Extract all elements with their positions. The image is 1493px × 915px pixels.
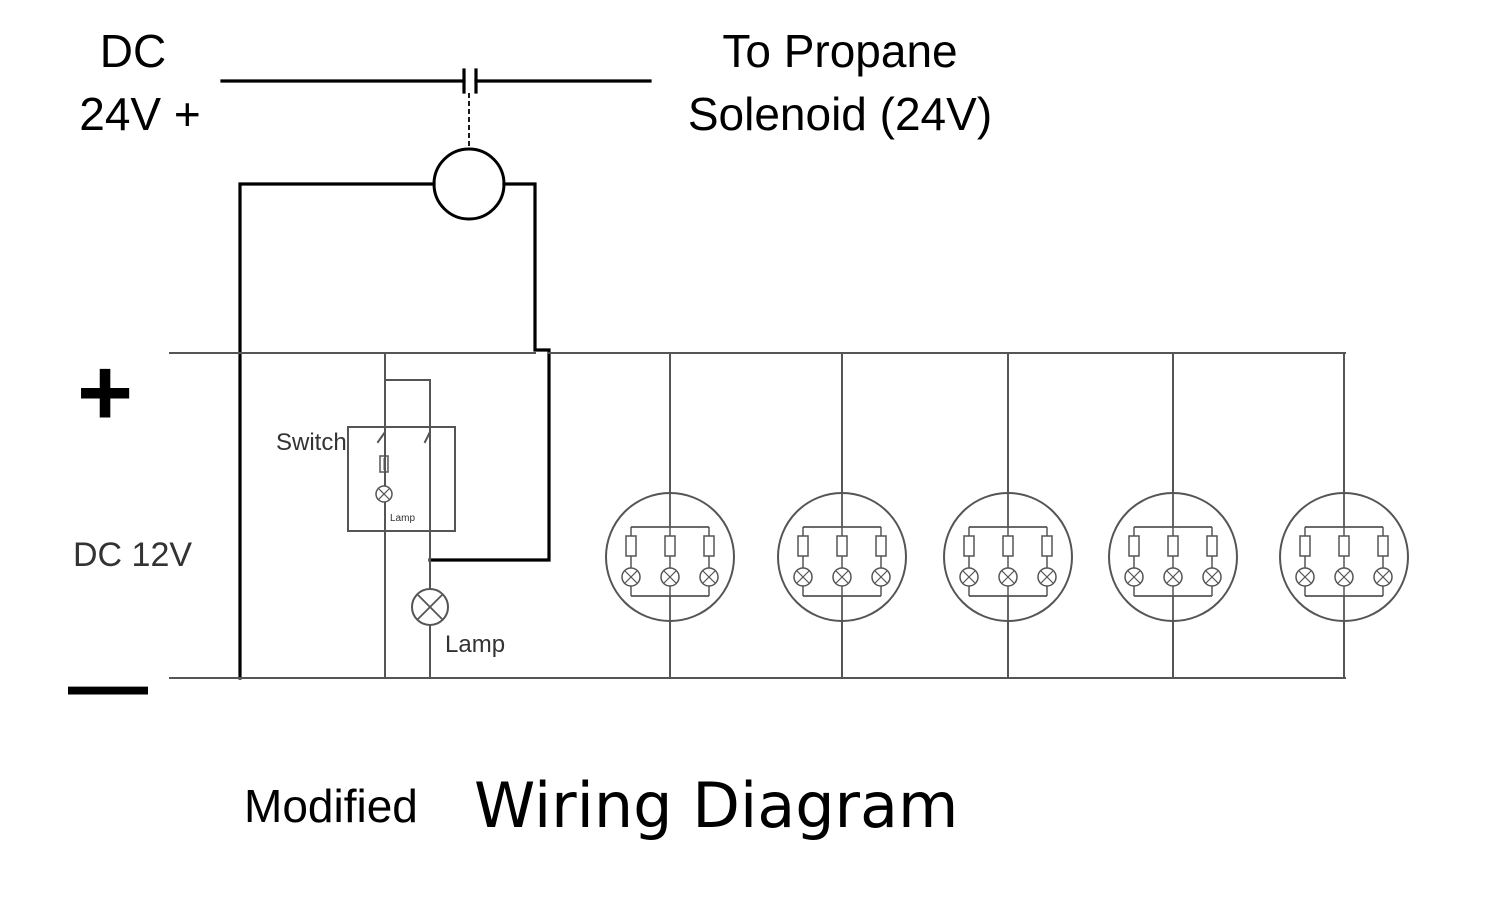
minus-symbol: —: [68, 640, 148, 729]
light-fixture: [605, 353, 735, 678]
light-fixture: [777, 353, 907, 678]
propane-label-line1: To Propane: [722, 25, 957, 77]
relay-contact-line: [220, 68, 652, 151]
relay-coil: [432, 147, 506, 221]
lamp-symbol: [411, 588, 449, 626]
diagram-title: Wiring Diagram: [474, 769, 958, 842]
propane-label-line2: Solenoid (24V): [688, 88, 992, 140]
light-fixture: [1279, 353, 1409, 678]
relay-wiring: [238, 182, 551, 680]
switch-label: Switch: [276, 429, 347, 456]
dc12-label: DC 12V: [73, 536, 192, 574]
dc24-label-line1: DC: [100, 25, 166, 77]
modified-label: Modified: [244, 780, 418, 832]
plus-symbol: +: [77, 339, 133, 446]
dc24-label-line2: 24V +: [79, 88, 201, 140]
light-fixture: [943, 353, 1073, 678]
light-fixture: [1108, 353, 1238, 678]
fixtures: [605, 353, 1409, 678]
switch-assembly: [347, 352, 456, 679]
switch-lamp-label: Lamp: [390, 513, 415, 524]
lamp-label: Lamp: [445, 631, 505, 658]
